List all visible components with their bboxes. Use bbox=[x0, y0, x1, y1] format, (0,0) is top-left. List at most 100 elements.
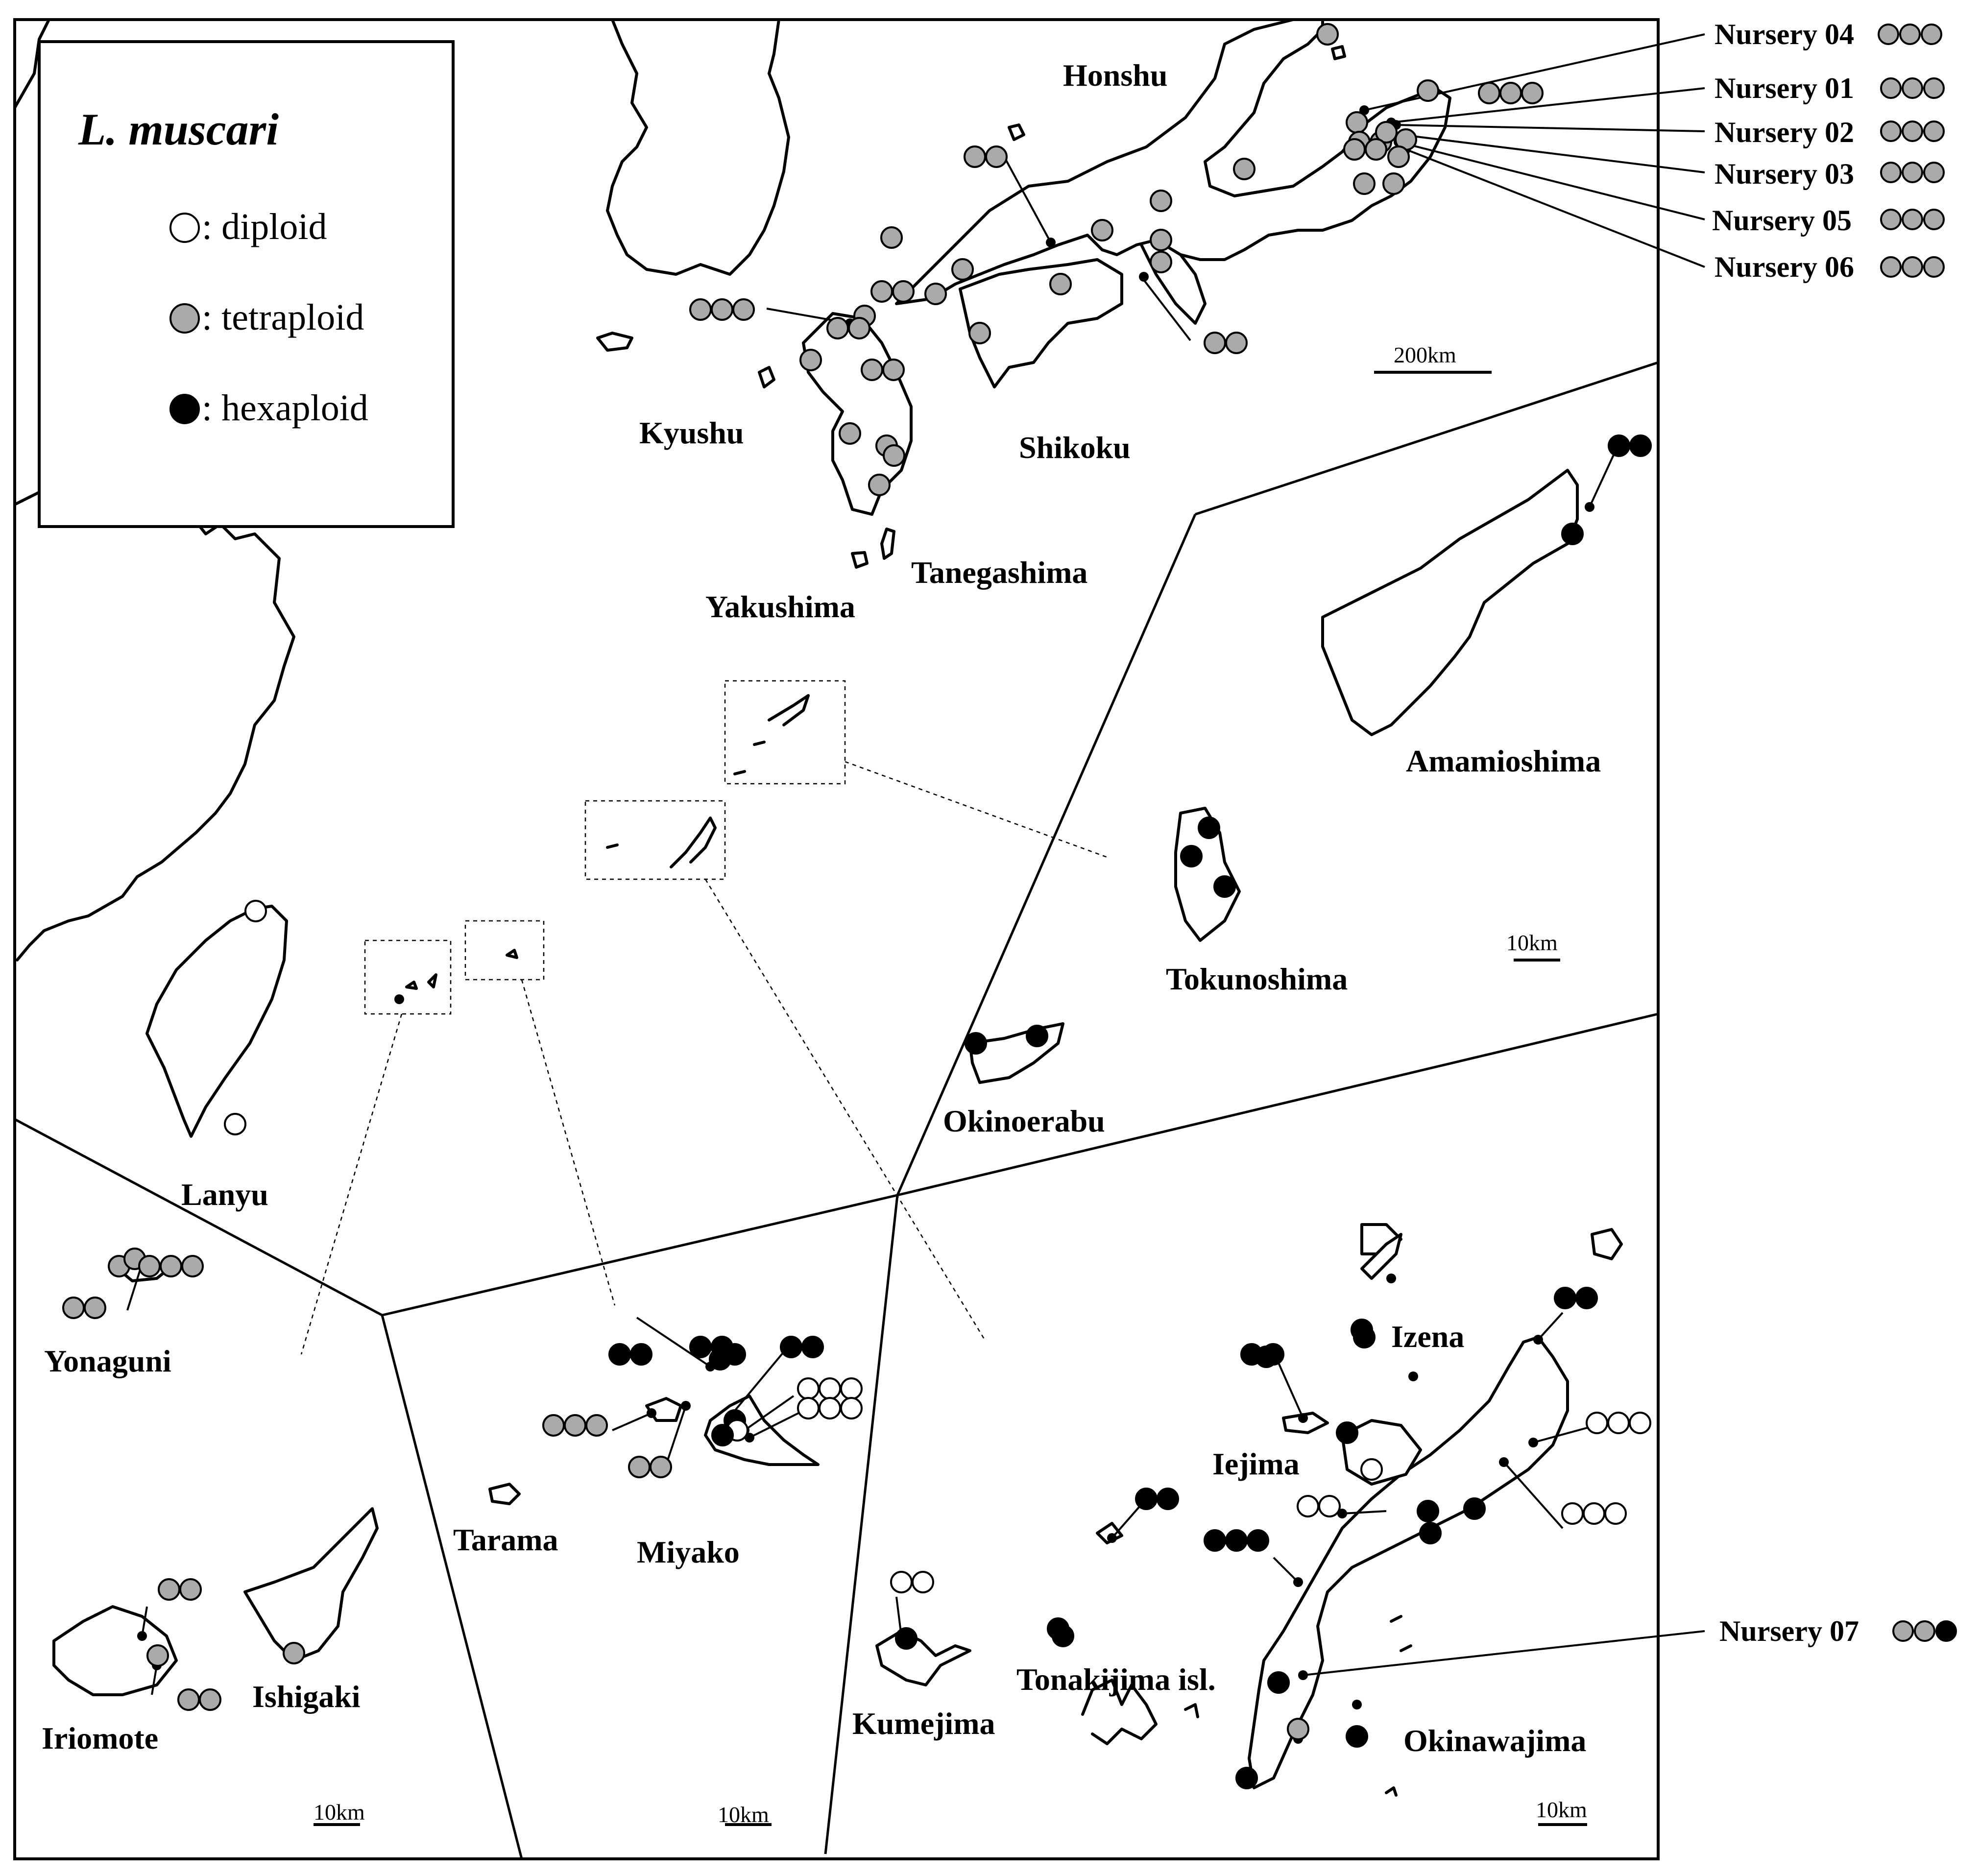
ploidy-marker-0-0 bbox=[964, 145, 986, 168]
sado-island bbox=[1331, 45, 1346, 60]
ploidy-marker-31-0 bbox=[1353, 172, 1376, 195]
nursery-marker-n02-0 bbox=[1880, 120, 1902, 142]
ploidy-marker-11-0 bbox=[1049, 273, 1072, 295]
ploidy-marker-52-2 bbox=[840, 1397, 863, 1419]
nursery-07-label: Nursery 07 bbox=[1719, 1615, 1859, 1647]
ploidy-marker-24-1 bbox=[1225, 332, 1248, 354]
ploidy-marker-82-0 bbox=[1287, 1718, 1309, 1740]
location-point-0 bbox=[1046, 238, 1056, 247]
ploidy-marker-67-2 bbox=[1247, 1529, 1269, 1552]
ploidy-marker-60-1 bbox=[199, 1688, 221, 1711]
nursery-marker-n02-2 bbox=[1923, 120, 1945, 142]
scale-bars: 200km 10km 10km 10km 10km bbox=[314, 342, 1587, 1827]
nursery-list: Nursery 04 Nursery 01 Nursery 02 Nursery… bbox=[1712, 18, 1859, 1647]
nursery-leaders bbox=[1298, 33, 1705, 1680]
location-point-6 bbox=[647, 1408, 656, 1418]
nursery-marker-n05-0 bbox=[1880, 209, 1902, 230]
ploidy-marker-47-0 bbox=[689, 1336, 712, 1358]
ishigaki-shape bbox=[243, 1507, 379, 1662]
legend-box bbox=[38, 40, 455, 528]
map-frame bbox=[13, 18, 1660, 1860]
location-point-14 bbox=[1293, 1577, 1303, 1587]
locator-okinawa bbox=[584, 800, 726, 880]
ploidy-marker-41-0 bbox=[224, 1113, 246, 1135]
nursery-03-label: Nursery 03 bbox=[1714, 158, 1854, 190]
nursery-leader-n02 bbox=[1396, 124, 1705, 132]
nursery-marker-n04-0 bbox=[1878, 24, 1899, 45]
nursery-marker-n03-2 bbox=[1923, 162, 1945, 183]
location-point-23 bbox=[1352, 1700, 1362, 1709]
nursery-marker-n05-2 bbox=[1923, 209, 1945, 230]
ploidy-marker-10-0 bbox=[951, 258, 974, 281]
label-tokunoshima: Tokunoshima bbox=[1166, 962, 1348, 996]
ploidy-marker-84-0 bbox=[1235, 1767, 1258, 1789]
nursery-leader-n07 bbox=[1303, 1630, 1705, 1676]
korea-coast bbox=[606, 18, 790, 276]
ploidy-marker-51-2 bbox=[840, 1377, 863, 1400]
ploidy-marker-39-0 bbox=[1026, 1025, 1048, 1047]
ploidy-marker-46-1 bbox=[630, 1343, 652, 1366]
kumejima-shape bbox=[875, 1630, 971, 1686]
ploidy-marker-57-1 bbox=[650, 1456, 672, 1478]
nursery-leader-n06 bbox=[1405, 148, 1705, 268]
tarama-shape bbox=[488, 1483, 521, 1505]
nursery-06-label: Nursery 06 bbox=[1714, 251, 1854, 283]
ploidy-marker-56-0 bbox=[542, 1414, 565, 1437]
ploidy-marker-24-0 bbox=[1204, 332, 1226, 354]
ploidy-marker-76-2 bbox=[1629, 1412, 1651, 1434]
location-point-16 bbox=[1528, 1438, 1538, 1447]
label-shikoku: Shikoku bbox=[1019, 430, 1131, 465]
ploidy-marker-81-0 bbox=[1267, 1671, 1290, 1694]
nursery-leader-n05 bbox=[1398, 141, 1705, 220]
ploidy-marker-77-2 bbox=[1604, 1502, 1627, 1525]
location-point-7 bbox=[681, 1401, 691, 1411]
nursery-marker-n05-1 bbox=[1902, 209, 1923, 230]
ploidy-marker-74-0 bbox=[1353, 1326, 1376, 1348]
legend-marker-hexaploid bbox=[169, 394, 200, 424]
scale-okinawa: 10km bbox=[1536, 1797, 1587, 1822]
ploidy-marker-23-0 bbox=[968, 322, 991, 344]
location-point-22 bbox=[1386, 1274, 1396, 1283]
scale-miyako: 10km bbox=[718, 1802, 769, 1827]
ploidy-marker-17-0 bbox=[799, 349, 822, 371]
ploidy-marker-21-0 bbox=[883, 444, 905, 467]
legend-label-tetraploid: : tetraploid bbox=[202, 297, 364, 338]
nursery-04-label: Nursery 04 bbox=[1714, 18, 1854, 50]
north-islet bbox=[1591, 1228, 1623, 1260]
ploidy-marker-22-0 bbox=[868, 474, 891, 496]
ploidy-marker-72-1 bbox=[1318, 1495, 1341, 1517]
nursery-marker-n01-1 bbox=[1902, 77, 1923, 99]
amamioshima-shape bbox=[1321, 469, 1579, 736]
iheya-shape bbox=[1360, 1233, 1402, 1280]
ploidy-marker-69-0 bbox=[1255, 1346, 1278, 1368]
location-point-18 bbox=[1337, 1509, 1347, 1518]
legend-marker-tetraploid bbox=[169, 303, 200, 334]
ploidy-marker-1-0 bbox=[1316, 23, 1339, 46]
nursery-01-label: Nursery 01 bbox=[1714, 72, 1854, 104]
ploidy-marker-33-0 bbox=[1608, 434, 1630, 457]
location-point-10 bbox=[137, 1631, 147, 1641]
ploidy-marker-80-0 bbox=[1463, 1497, 1486, 1520]
ploidy-marker-29-0 bbox=[1343, 138, 1366, 161]
ploidy-marker-50-0 bbox=[780, 1336, 802, 1358]
label-kyushu: Kyushu bbox=[639, 415, 744, 450]
nursery-marker-n07-1 bbox=[1914, 1620, 1935, 1642]
ploidy-marker-62-1 bbox=[912, 1571, 934, 1593]
honshu bbox=[895, 18, 1451, 305]
ploidy-marker-45-1 bbox=[160, 1255, 182, 1277]
label-okinawajima: Okinawajima bbox=[1403, 1723, 1586, 1758]
ploidy-marker-27-0 bbox=[1375, 121, 1398, 144]
label-okinoerabu: Okinoerabu bbox=[943, 1104, 1105, 1138]
label-tanegashima: Tanegashima bbox=[911, 555, 1087, 590]
location-point-13 bbox=[1298, 1413, 1308, 1423]
ploidy-marker-34-0 bbox=[1561, 523, 1584, 545]
ploidy-marker-12-2 bbox=[732, 298, 755, 321]
nursery-marker-n07-0 bbox=[1892, 1620, 1914, 1642]
ploidy-marker-45-0 bbox=[138, 1255, 161, 1277]
label-honshu: Honshu bbox=[1063, 58, 1167, 93]
ploidy-marker-13-1 bbox=[892, 280, 915, 303]
label-miyako: Miyako bbox=[637, 1535, 740, 1569]
ploidy-marker-3-0 bbox=[1478, 82, 1500, 104]
ploidy-marker-67-1 bbox=[1225, 1529, 1248, 1552]
